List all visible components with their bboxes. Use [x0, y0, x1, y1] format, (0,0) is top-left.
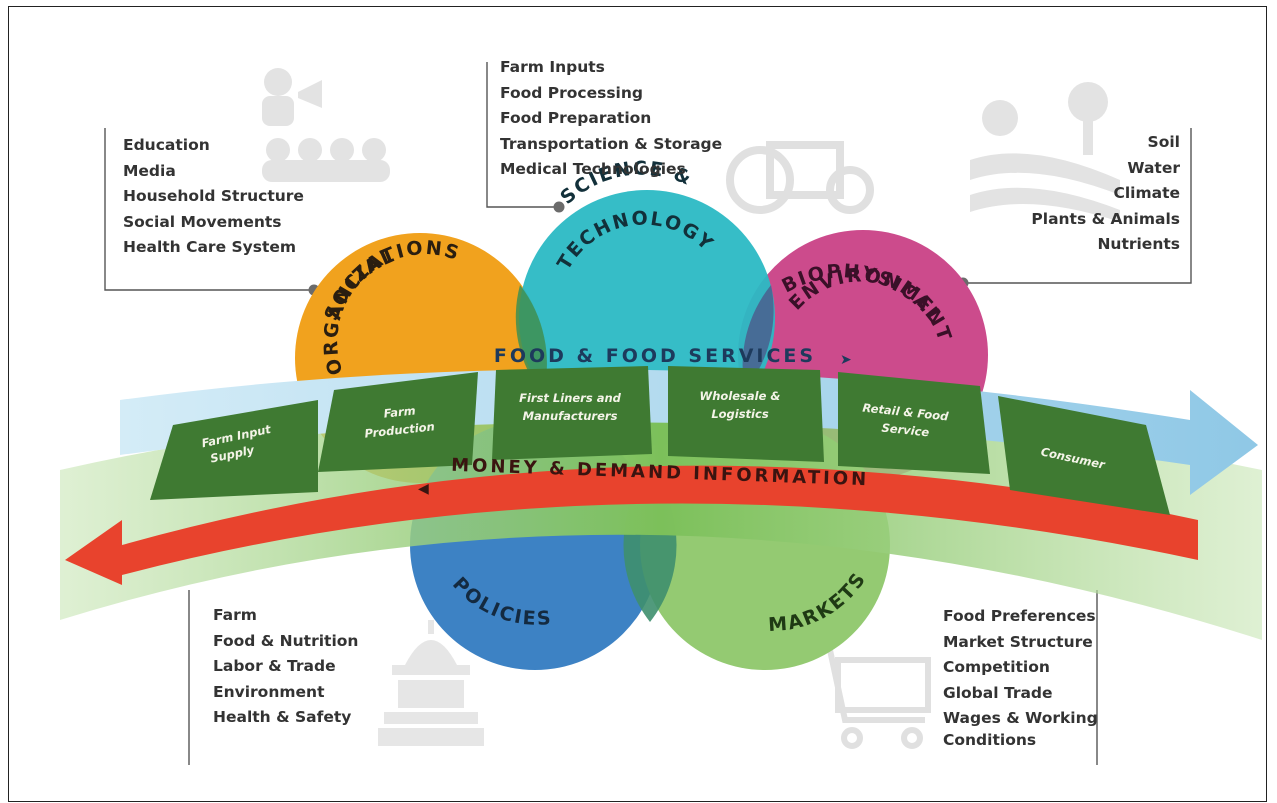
stage-label-line1: Farm: [383, 403, 416, 420]
list-item: Education: [123, 136, 210, 154]
shopping-cart-icon: [815, 647, 931, 749]
list-item: Food Preferences: [943, 607, 1096, 625]
list-item: Competition: [943, 658, 1050, 676]
capitol-building-icon: [378, 620, 484, 746]
list-item: Social Movements: [123, 212, 282, 231]
list-item: Labor & Trade: [213, 657, 336, 675]
list-item: Farm Inputs: [500, 58, 605, 76]
list-item: Media: [123, 161, 176, 180]
list-item: Soil: [1147, 133, 1180, 151]
sun-tree-field-icon: [970, 82, 1120, 222]
stage-boxes: Farm Input Supply Farm Production First …: [150, 366, 1170, 515]
list-item: Food Preparation: [500, 109, 652, 127]
list-item: Health Care System: [123, 238, 297, 256]
list-item: Global Trade: [943, 683, 1053, 702]
list-item: Food Processing: [500, 83, 643, 102]
stage-label-line1: First Liners and: [519, 391, 622, 405]
stage-farm-production: Farm Production: [318, 372, 478, 472]
biophysical-environment-list: Soil Water Climate Plants & Animals Nutr…: [990, 130, 1180, 258]
list-item: Transportation & Storage: [500, 134, 723, 153]
list-item: Market Structure: [943, 632, 1093, 651]
list-item: Conditions: [943, 730, 1037, 749]
list-item: Household Structure: [123, 187, 304, 205]
list-item: Plants & Animals: [1031, 209, 1180, 228]
policies-list: Farm Food & Nutrition Labor & Trade Envi…: [213, 603, 358, 731]
list-item: Medical Technologies: [500, 160, 686, 178]
stage-label-line2: Logistics: [711, 407, 769, 421]
stage-label-line2: Manufacturers: [523, 409, 618, 423]
science-technology-list: Farm Inputs Food Processing Food Prepara…: [500, 55, 722, 183]
tractor-icon: [726, 141, 874, 214]
social-organizations-list: Education Media Household Structure Soci…: [123, 133, 304, 261]
overlap-science-biophysical: [742, 285, 774, 390]
list-item: Climate: [1113, 184, 1180, 202]
stage-first-liners: First Liners and Manufacturers: [492, 366, 652, 460]
markets-list: Food Preferences Market Structure Compet…: [943, 604, 1098, 749]
list-item: Nutrients: [1097, 235, 1180, 253]
overlap-social-science: [515, 285, 547, 395]
list-item: Health & Safety: [213, 708, 352, 726]
list-item: Wages & Working: [943, 709, 1098, 727]
stage-label-line2: Service: [881, 421, 930, 440]
people-megaphone-icon: [262, 68, 390, 182]
connector-lines: [104, 62, 1192, 765]
list-item: Farm: [213, 606, 257, 624]
list-item: Food & Nutrition: [213, 631, 359, 650]
stage-retail-food-service: Retail & Food Service: [838, 372, 990, 474]
food-services-label: FOOD & FOOD SERVICES: [494, 345, 816, 367]
list-item: Environment: [213, 682, 325, 701]
money-demand-arrow-icon: ◀: [418, 481, 429, 497]
list-item: Water: [1127, 158, 1180, 177]
stage-label-line1: Wholesale &: [700, 389, 781, 403]
stage-consumer: Consumer: [998, 396, 1170, 515]
stage-wholesale-logistics: Wholesale & Logistics: [668, 366, 824, 462]
stage-farm-input-supply: Farm Input Supply: [150, 400, 318, 500]
food-services-arrow-icon: ➤: [840, 352, 852, 368]
money-demand-flow: [65, 465, 1198, 585]
